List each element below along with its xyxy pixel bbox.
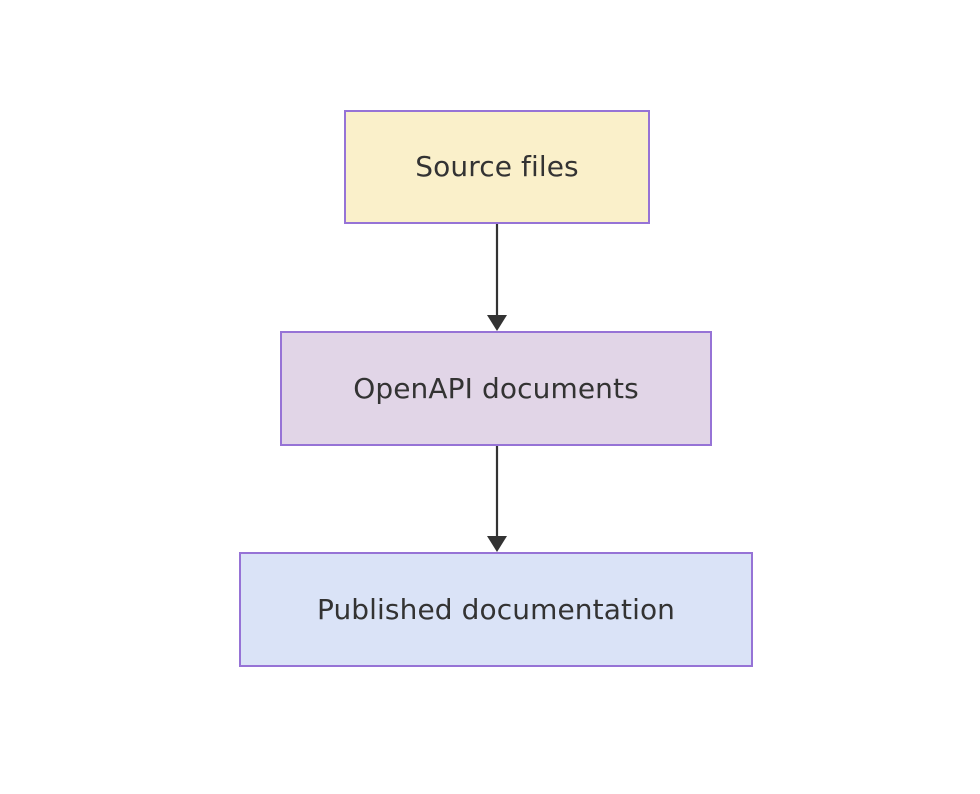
flow-node-openapi-documents[interactable]: OpenAPI documents	[280, 331, 712, 446]
arrowhead-icon	[487, 536, 507, 552]
flow-node-source-files[interactable]: Source files	[344, 110, 650, 224]
edge-openapi-to-published	[487, 446, 507, 552]
flow-node-published-documentation[interactable]: Published documentation	[239, 552, 753, 667]
flow-node-label: Published documentation	[316, 592, 676, 626]
flow-node-label: Source files	[415, 150, 579, 184]
arrowhead-icon	[487, 315, 507, 331]
flow-node-label: OpenAPI documents	[353, 371, 639, 405]
edge-source-to-openapi	[487, 224, 507, 331]
